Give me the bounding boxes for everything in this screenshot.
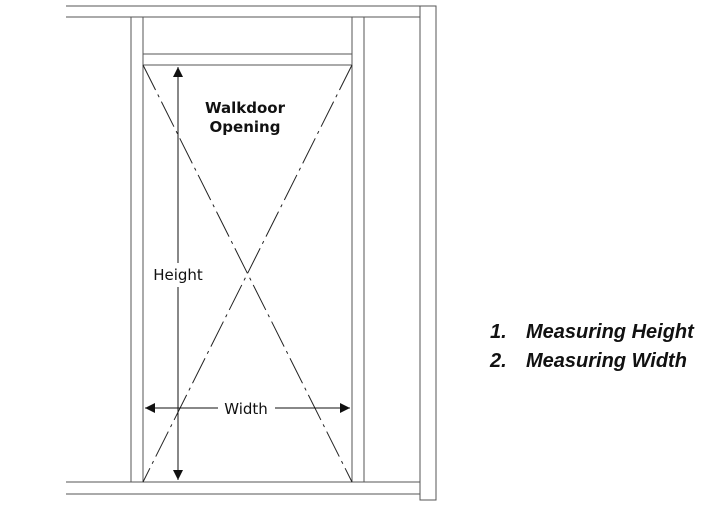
opening-title-line1: Walkdoor (205, 99, 286, 117)
step-item-width: 2. Measuring Width (490, 347, 694, 376)
wall-frame (66, 5, 437, 501)
measurement-steps: 1. Measuring Height 2. Measuring Width (490, 318, 694, 376)
step-text: Measuring Width (526, 350, 687, 372)
step-number: 2. (490, 350, 507, 372)
width-label: Width (224, 400, 268, 418)
step-text: Measuring Height (526, 321, 694, 343)
height-label: Height (153, 266, 203, 284)
step-number: 1. (490, 321, 507, 343)
opening-title-line2: Opening (210, 118, 281, 136)
step-item-height: 1. Measuring Height (490, 318, 694, 347)
